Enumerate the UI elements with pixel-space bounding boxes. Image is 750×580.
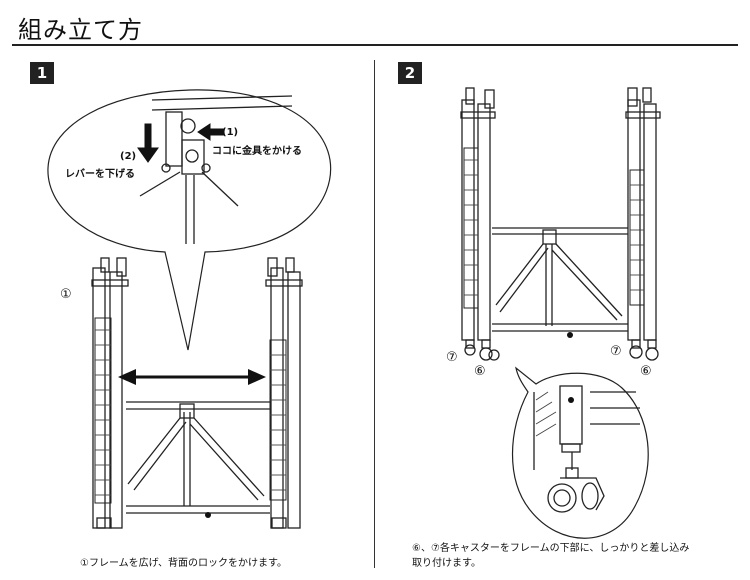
lever-step-number: (2)	[120, 151, 137, 162]
page-title: 組み立て方	[18, 16, 143, 44]
lever-callout-label: レバーを下げる	[65, 169, 135, 180]
caster-6-left-marker: ⑥	[474, 364, 486, 379]
frame-marker: ①	[60, 287, 72, 302]
caster-6-right-marker: ⑥	[640, 364, 652, 379]
caster-7-right-marker: ⑦	[610, 344, 622, 359]
title-underline	[12, 44, 738, 46]
zoom-bubble	[47, 89, 332, 351]
step-divider	[374, 60, 375, 568]
step-2-caption-line2: 取り付けます。	[412, 558, 481, 569]
step-2-badge: 2	[398, 62, 422, 84]
hook-callout-label: ココに金具をかける	[212, 146, 302, 157]
caster-7-left-marker: ⑦	[446, 350, 458, 365]
step-1-caption: ①フレームを広げ、背面のロックをかけます。	[80, 558, 287, 569]
hook-step-number: (1)	[222, 127, 239, 138]
step-1-badge: 1	[30, 62, 54, 84]
step-2-caption-line1: ⑥、⑦各キャスターをフレームの下部に、しっかりと差し込み	[412, 543, 690, 554]
